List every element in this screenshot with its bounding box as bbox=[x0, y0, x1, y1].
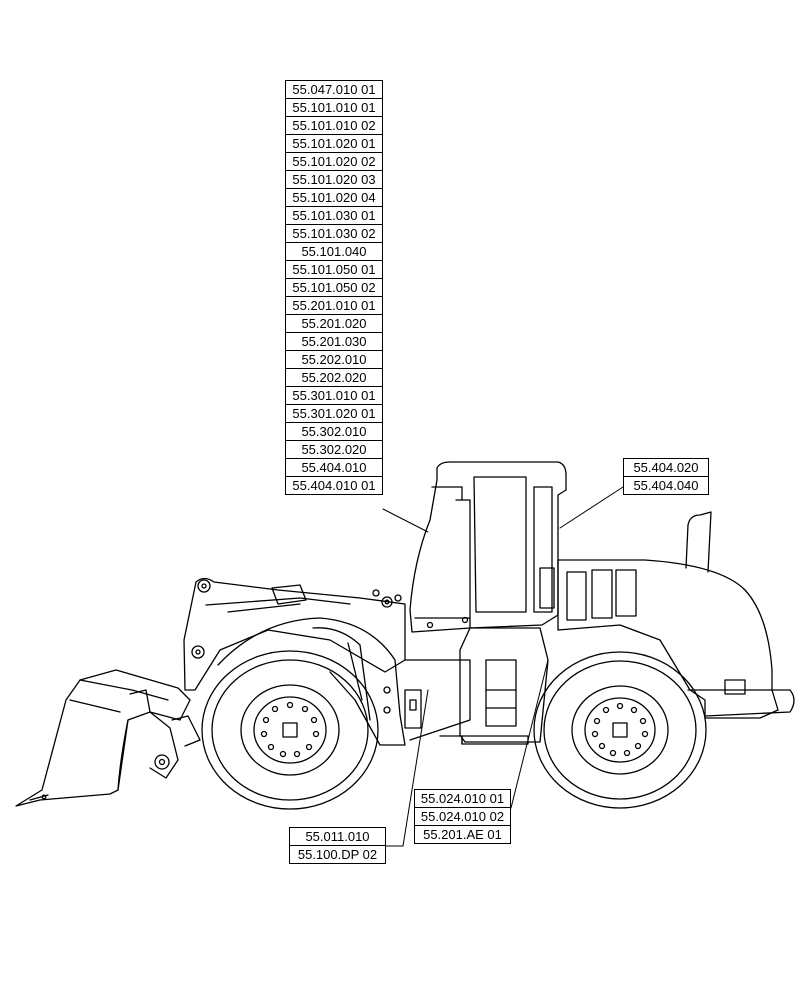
leader-lines bbox=[382, 486, 624, 847]
callout-ref-main[interactable]: 55.047.010 01 bbox=[285, 80, 383, 99]
callout-ref-main[interactable]: 55.201.010 01 bbox=[285, 296, 383, 315]
callout-ref-main[interactable]: 55.101.020 04 bbox=[285, 188, 383, 207]
callout-ref-main[interactable]: 55.101.010 02 bbox=[285, 116, 383, 135]
callout-ref-main[interactable]: 55.201.030 bbox=[285, 332, 383, 351]
callout-ref-main[interactable]: 55.101.050 02 bbox=[285, 278, 383, 297]
callout-ref-main[interactable]: 55.101.040 bbox=[285, 242, 383, 261]
callout-ref-main[interactable]: 55.302.020 bbox=[285, 440, 383, 459]
rear-wheel bbox=[533, 651, 707, 809]
front-frame bbox=[217, 617, 471, 746]
callout-ref-rear[interactable]: 55.024.010 01 bbox=[414, 789, 511, 808]
callout-ref-main[interactable]: 55.302.010 bbox=[285, 422, 383, 441]
callout-ref-main[interactable]: 55.101.020 02 bbox=[285, 152, 383, 171]
callout-ref-cab[interactable]: 55.404.020 bbox=[623, 458, 709, 477]
front-wheel-bolts bbox=[260, 701, 320, 758]
callout-ref-main[interactable]: 55.201.020 bbox=[285, 314, 383, 333]
callout-ref-main[interactable]: 55.202.010 bbox=[285, 350, 383, 369]
bucket bbox=[15, 669, 201, 807]
callout-ref-main[interactable]: 55.202.020 bbox=[285, 368, 383, 387]
center-frame bbox=[439, 627, 549, 745]
cab bbox=[409, 461, 567, 633]
callout-ref-front[interactable]: 55.011.010 bbox=[289, 827, 386, 846]
callout-ref-main[interactable]: 55.101.030 02 bbox=[285, 224, 383, 243]
rear-body bbox=[557, 511, 795, 719]
callout-ref-rear[interactable]: 55.201.AE 01 bbox=[414, 825, 511, 844]
callout-ref-main[interactable]: 55.101.010 01 bbox=[285, 98, 383, 117]
rear-wheel-bolts bbox=[591, 702, 649, 757]
callout-ref-cab[interactable]: 55.404.040 bbox=[623, 476, 709, 495]
callout-ref-main[interactable]: 55.101.050 01 bbox=[285, 260, 383, 279]
callout-ref-main[interactable]: 55.101.020 01 bbox=[285, 134, 383, 153]
lift-arm bbox=[183, 577, 406, 691]
callout-ref-front[interactable]: 55.100.DP 02 bbox=[289, 845, 386, 864]
callout-ref-main[interactable]: 55.101.020 03 bbox=[285, 170, 383, 189]
callout-ref-rear[interactable]: 55.024.010 02 bbox=[414, 807, 511, 826]
front-wheel bbox=[201, 650, 379, 810]
callout-ref-main[interactable]: 55.301.010 01 bbox=[285, 386, 383, 405]
callout-ref-main[interactable]: 55.301.020 01 bbox=[285, 404, 383, 423]
callout-ref-main[interactable]: 55.404.010 01 bbox=[285, 476, 383, 495]
callout-ref-main[interactable]: 55.404.010 bbox=[285, 458, 383, 477]
callout-ref-main[interactable]: 55.101.030 01 bbox=[285, 206, 383, 225]
